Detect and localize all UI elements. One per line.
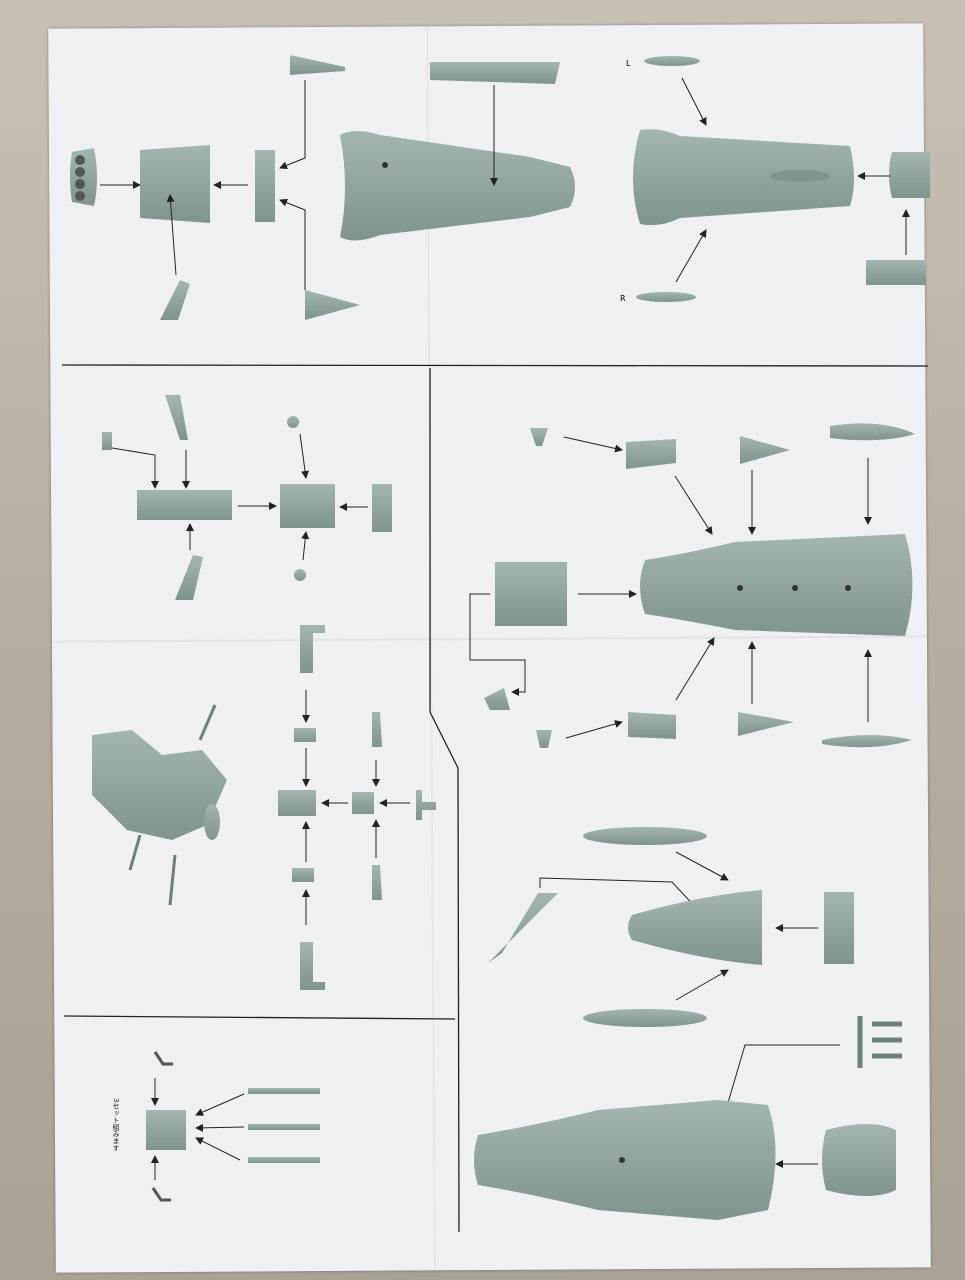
wing-section [474,827,902,1220]
bridge-section [102,395,392,600]
bridge-base [280,484,335,528]
pontoon-left-part [644,56,700,66]
label-left: L [626,59,631,68]
bridge-block [137,490,232,520]
lower-hull-part [633,129,854,226]
stern-part [889,152,930,198]
forward-hull-part [640,534,913,636]
stern-base-part [866,260,926,285]
cannon-barrel [248,1157,320,1163]
engine-cover-part [822,1124,896,1196]
wing-hull-part [628,890,762,965]
pontoon-right-part [636,292,696,302]
fin-part [488,893,558,963]
top-section: L R [70,55,930,320]
bracket-part [255,150,275,222]
deck-plate-part [430,62,560,84]
gun-part [300,625,325,673]
fin-part [160,280,190,320]
wing-part [290,55,345,75]
gun-part [300,942,325,990]
main-hull-part [340,131,575,241]
completed-model-illustration [92,730,227,840]
turret-core [352,792,374,814]
turret-section [92,625,436,990]
engine-block [140,145,210,223]
section-dividers [61,364,929,1233]
cannon-barrel [248,1088,320,1094]
cannon-section [146,1051,320,1202]
bow-part [495,562,567,626]
label-right: R [620,294,626,303]
small-part [102,432,112,450]
side-part [372,484,392,532]
nozzle-part [70,148,97,206]
forward-hull-section [469,423,915,748]
wing-part [305,290,360,320]
assembly-note: 3セット組みます [112,1098,120,1152]
tail-part [824,892,854,964]
mast-part [165,395,188,440]
mast-part [175,555,203,600]
turret-base [278,790,316,816]
cannon-turret [146,1110,186,1150]
cannon-barrel [248,1124,320,1130]
